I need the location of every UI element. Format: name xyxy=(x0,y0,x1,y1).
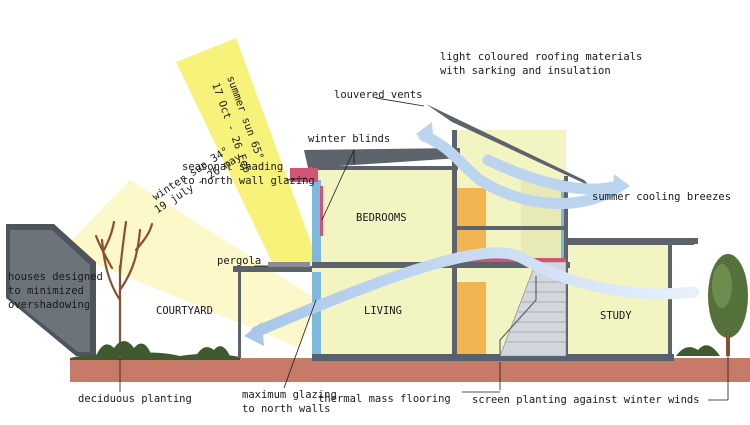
left-roof xyxy=(304,148,460,168)
lower-door xyxy=(456,282,486,354)
screen-planting-tree xyxy=(708,254,748,356)
room-living: LIVING xyxy=(364,305,402,317)
breeze-arrow-upper xyxy=(418,130,626,210)
houses-line2: to minimized xyxy=(8,285,84,297)
north-glazing-lower xyxy=(312,272,321,356)
north-glazing-upper xyxy=(312,180,321,262)
seasonal-shading-line2: to north wall glazing xyxy=(182,175,315,187)
ground xyxy=(70,358,750,382)
room-courtyard: COURTYARD xyxy=(156,305,213,317)
upper-door xyxy=(456,188,486,252)
houses-line3: overshadowing xyxy=(8,299,91,311)
pergola-label: pergola xyxy=(217,255,262,267)
max-glazing-annotation: maximum glazing to north walls xyxy=(242,388,337,416)
max-glazing-line1: maximum glazing xyxy=(242,389,337,401)
staircase xyxy=(499,261,567,357)
deciduous-planting-label: deciduous planting xyxy=(78,393,192,405)
room-bedrooms: BEDROOMS xyxy=(356,212,407,224)
louvered-vents-label: louvered vents xyxy=(334,89,423,101)
roofing-line1: light coloured roofing materials xyxy=(440,51,643,63)
ground-shrubs xyxy=(96,341,720,356)
seasonal-shading-line1: seasonal shading xyxy=(182,161,284,173)
seasonal-shading-annotation: seasonal shading to north wall glazing xyxy=(182,160,315,188)
breeze-arrow-lower xyxy=(250,247,700,338)
roofing-annotation: light coloured roofing materials with sa… xyxy=(440,50,642,78)
summer-sun-beam xyxy=(176,38,318,262)
thermal-mass-floor xyxy=(312,354,674,361)
study-roof xyxy=(566,238,698,244)
room-study: STUDY xyxy=(600,310,632,322)
max-glazing-line2: to north walls xyxy=(242,403,331,415)
roofing-line2: with sarking and insulation xyxy=(440,65,611,77)
winter-blinds-label: winter blinds xyxy=(308,133,391,145)
houses-annotation: houses designed to minimized overshadowi… xyxy=(8,270,103,312)
courtyard-pergola xyxy=(233,266,317,272)
screen-planting-label: screen planting against winter winds xyxy=(472,394,700,406)
summer-breezes-label: summer cooling breezes xyxy=(592,191,732,203)
thermal-mass-label: thermal mass flooring xyxy=(318,393,451,405)
houses-line1: houses designed xyxy=(8,271,103,283)
main-roof xyxy=(426,104,590,186)
